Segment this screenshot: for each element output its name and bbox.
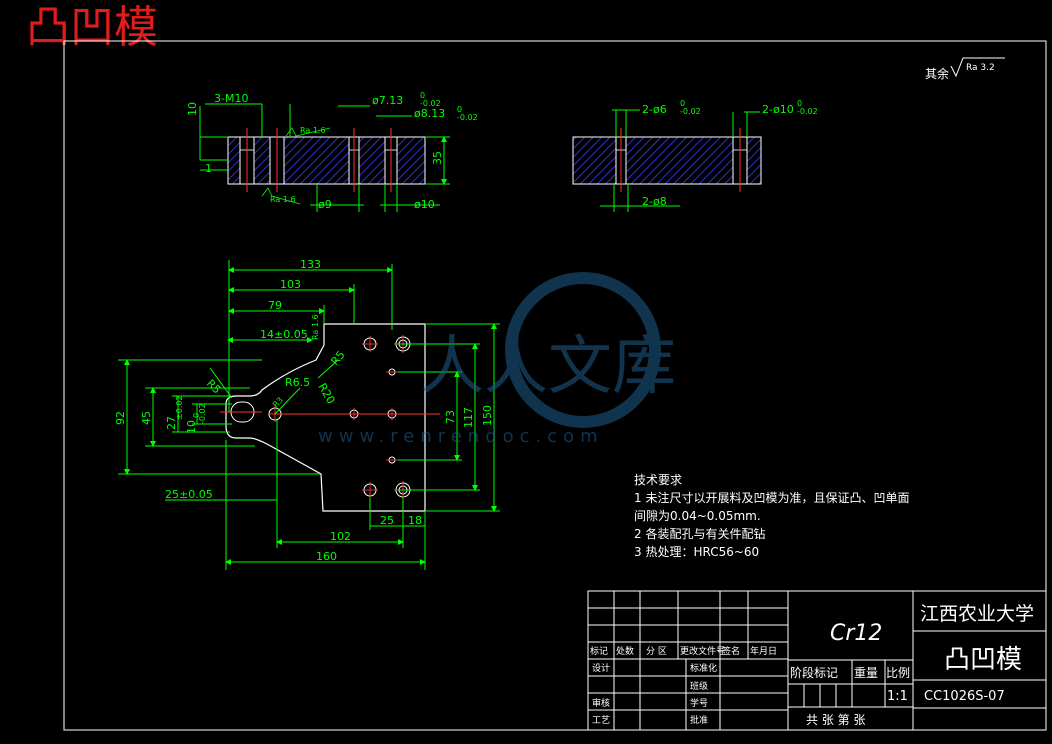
svg-text:102: 102 bbox=[330, 530, 351, 543]
svg-text:25: 25 bbox=[380, 514, 394, 527]
svg-text:0: 0 bbox=[420, 91, 425, 100]
side-section-view: 2-ø6 0 -0.02 2-ø10 0 -0.02 2-ø8 bbox=[572, 99, 818, 212]
svg-text:重量: 重量 bbox=[854, 666, 878, 680]
svg-text:2-ø10: 2-ø10 bbox=[762, 103, 794, 116]
svg-text:73: 73 bbox=[444, 410, 457, 424]
svg-text:0: 0 bbox=[457, 105, 462, 114]
svg-text:3 热处理：HRC56~60: 3 热处理：HRC56~60 bbox=[634, 545, 759, 559]
svg-text:3-M10: 3-M10 bbox=[214, 92, 248, 105]
svg-text:2-ø6: 2-ø6 bbox=[642, 103, 667, 116]
svg-text:117: 117 bbox=[462, 407, 475, 428]
svg-text:14±0.05: 14±0.05 bbox=[260, 328, 308, 341]
svg-text:Ra 1.6: Ra 1.6 bbox=[311, 314, 320, 340]
svg-text:年月日: 年月日 bbox=[750, 645, 777, 657]
svg-text:Ra 1.6: Ra 1.6 bbox=[270, 195, 296, 204]
title-block-labels: 标记 处数 分 区 更改文件号 签名 年月日 设计 标准化 班级 审核 学号 工… bbox=[590, 645, 777, 726]
svg-text:ø10: ø10 bbox=[414, 198, 435, 211]
side-section-body bbox=[572, 136, 762, 185]
svg-text:-0.02: -0.02 bbox=[457, 113, 478, 122]
svg-text:0: 0 bbox=[797, 99, 802, 108]
svg-text:www.renrendoc.com: www.renrendoc.com bbox=[318, 426, 604, 447]
svg-text:150: 150 bbox=[481, 405, 494, 426]
corner-title: 凸凹模 bbox=[26, 2, 158, 53]
svg-text:审核: 审核 bbox=[592, 697, 610, 709]
svg-text:45: 45 bbox=[140, 411, 153, 425]
svg-text:阶段标记: 阶段标记 bbox=[790, 665, 838, 680]
svg-text:批准: 批准 bbox=[690, 714, 708, 726]
svg-text:R3: R3 bbox=[271, 396, 285, 410]
svg-text:Ra 3.2: Ra 3.2 bbox=[966, 63, 995, 73]
svg-text:R6.5: R6.5 bbox=[285, 376, 310, 389]
svg-text:标记: 标记 bbox=[590, 645, 608, 657]
svg-text:103: 103 bbox=[280, 278, 301, 291]
svg-text:25±0.05: 25±0.05 bbox=[165, 488, 213, 501]
svg-text:2-ø8: 2-ø8 bbox=[642, 195, 667, 208]
svg-text:18: 18 bbox=[408, 514, 422, 527]
svg-text:R5: R5 bbox=[328, 348, 347, 368]
svg-text:间隙为0.04~0.05mm.: 间隙为0.04~0.05mm. bbox=[634, 509, 761, 523]
svg-text:-0.02: -0.02 bbox=[198, 403, 207, 424]
svg-text:处数: 处数 bbox=[616, 645, 634, 657]
scale-value: 1:1 bbox=[887, 689, 908, 704]
svg-text:分 区: 分 区 bbox=[646, 646, 667, 657]
svg-text:-0.02: -0.02 bbox=[420, 99, 441, 108]
svg-text:技术要求: 技术要求 bbox=[634, 473, 682, 487]
sheet-frame bbox=[63, 40, 1047, 731]
svg-text:ø9: ø9 bbox=[318, 198, 332, 211]
material-label: Cr12 bbox=[830, 621, 882, 646]
svg-text:人人文库: 人人文库 bbox=[420, 330, 676, 404]
svg-text:设计: 设计 bbox=[592, 662, 610, 674]
svg-text:1 未注尺寸以开展料及凹模为准，且保证凸、凹单面: 1 未注尺寸以开展料及凹模为准，且保证凸、凹单面 bbox=[634, 490, 909, 505]
svg-text:班级: 班级 bbox=[690, 680, 708, 692]
svg-text:工艺: 工艺 bbox=[592, 715, 610, 726]
svg-text:27: 27 bbox=[165, 416, 178, 430]
svg-text:ø7.13: ø7.13 bbox=[372, 94, 403, 107]
svg-text:-0.02: -0.02 bbox=[797, 107, 818, 116]
svg-text:10: 10 bbox=[186, 102, 199, 116]
svg-text:共 张 第 张: 共 张 第 张 bbox=[806, 713, 865, 727]
technical-requirements: 技术要求 1 未注尺寸以开展料及凹模为准，且保证凸、凹单面 间隙为0.04~0.… bbox=[634, 473, 909, 559]
part-outline bbox=[225, 323, 426, 512]
svg-text:160: 160 bbox=[316, 550, 337, 563]
svg-text:更改文件号: 更改文件号 bbox=[680, 645, 725, 657]
svg-text:79: 79 bbox=[268, 299, 282, 312]
drawing-number: CC1026S-07 bbox=[924, 689, 1005, 704]
school-name: 江西农业大学 bbox=[920, 603, 1034, 625]
plan-view: 133 103 79 14±0.05 92 45 27 bbox=[114, 258, 500, 570]
svg-text:其余: 其余 bbox=[925, 66, 949, 81]
svg-text:学号: 学号 bbox=[690, 697, 708, 709]
svg-text:0: 0 bbox=[680, 99, 685, 108]
watermark: 人人文库 www.renrendoc.com bbox=[318, 272, 676, 447]
svg-text:Ra 1.6: Ra 1.6 bbox=[300, 126, 326, 135]
svg-text:133: 133 bbox=[300, 258, 321, 271]
title-block bbox=[587, 590, 1047, 731]
svg-text:2 各装配孔与有关件配钻: 2 各装配孔与有关件配钻 bbox=[634, 526, 765, 541]
svg-text:签名: 签名 bbox=[722, 645, 740, 657]
svg-text:-0.02: -0.02 bbox=[680, 107, 701, 116]
svg-text:标准化: 标准化 bbox=[690, 662, 717, 674]
surface-roughness-note: 其余 Ra 3.2 bbox=[925, 57, 1005, 81]
svg-text:10: 10 bbox=[185, 420, 198, 434]
svg-text:0: 0 bbox=[192, 413, 201, 418]
svg-text:±0.02: ±0.02 bbox=[175, 395, 184, 420]
svg-text:35: 35 bbox=[431, 151, 444, 165]
svg-text:比例: 比例 bbox=[886, 666, 910, 680]
part-name: 凸凹模 bbox=[944, 645, 1022, 675]
svg-text:1: 1 bbox=[205, 162, 212, 175]
front-section-view: 3-M10 ø7.13 0 -0.02 ø8.13 0 -0.02 10 1 3… bbox=[186, 91, 478, 212]
watermark-logo-icon bbox=[505, 272, 661, 428]
svg-text:R20: R20 bbox=[315, 381, 337, 406]
svg-text:ø8.13: ø8.13 bbox=[414, 107, 445, 120]
svg-text:92: 92 bbox=[114, 411, 127, 425]
svg-text:R5: R5 bbox=[204, 377, 224, 397]
